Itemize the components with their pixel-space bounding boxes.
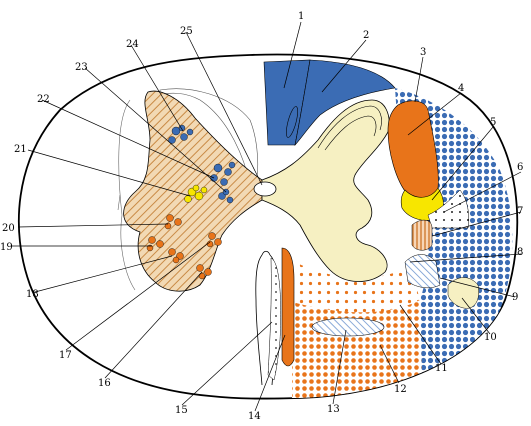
label-12: 12 [394, 384, 407, 395]
label-15: 15 [175, 405, 188, 416]
label-1: 1 [298, 11, 304, 22]
label-5: 5 [490, 117, 496, 128]
label-13: 13 [327, 404, 340, 415]
leader-lines [12, 21, 522, 412]
label-2: 2 [363, 30, 369, 41]
label-8: 8 [517, 247, 523, 258]
dorsal-column-lateral [294, 59, 396, 146]
label-14: 14 [248, 411, 261, 422]
cream-tract [447, 277, 479, 309]
label-18: 18 [26, 289, 39, 300]
label-11: 11 [435, 363, 448, 374]
yellow-nucleus [184, 184, 208, 203]
hatched-blue-tract [311, 317, 385, 337]
label-24: 24 [126, 39, 139, 50]
label-10: 10 [484, 332, 497, 343]
label-7: 7 [517, 206, 523, 217]
label-25: 25 [180, 26, 193, 37]
central-canal [253, 181, 277, 197]
label-3: 3 [420, 47, 426, 58]
ventral-sparse-tract [267, 257, 281, 381]
black-dotted-tract [427, 189, 469, 229]
label-21: 21 [14, 144, 27, 155]
label-6: 6 [517, 162, 523, 173]
label-19: 19 [0, 242, 13, 253]
orange-motor-nuclei [146, 214, 222, 280]
label-22: 22 [37, 94, 50, 105]
ventral-sparse-orange [292, 262, 420, 313]
light-blue-tract [404, 254, 441, 289]
number-labels: 1 2 3 4 5 6 7 8 9 10 11 12 13 14 15 16 1… [0, 11, 523, 422]
label-23: 23 [75, 62, 88, 73]
label-20: 20 [2, 223, 15, 234]
orange-hatched-tract [411, 219, 433, 251]
right-gray-matter [261, 99, 390, 282]
label-17: 17 [59, 350, 72, 361]
label-16: 16 [98, 378, 111, 389]
orange-strip-tract [281, 247, 295, 367]
label-4: 4 [458, 83, 464, 94]
label-9: 9 [512, 292, 518, 303]
